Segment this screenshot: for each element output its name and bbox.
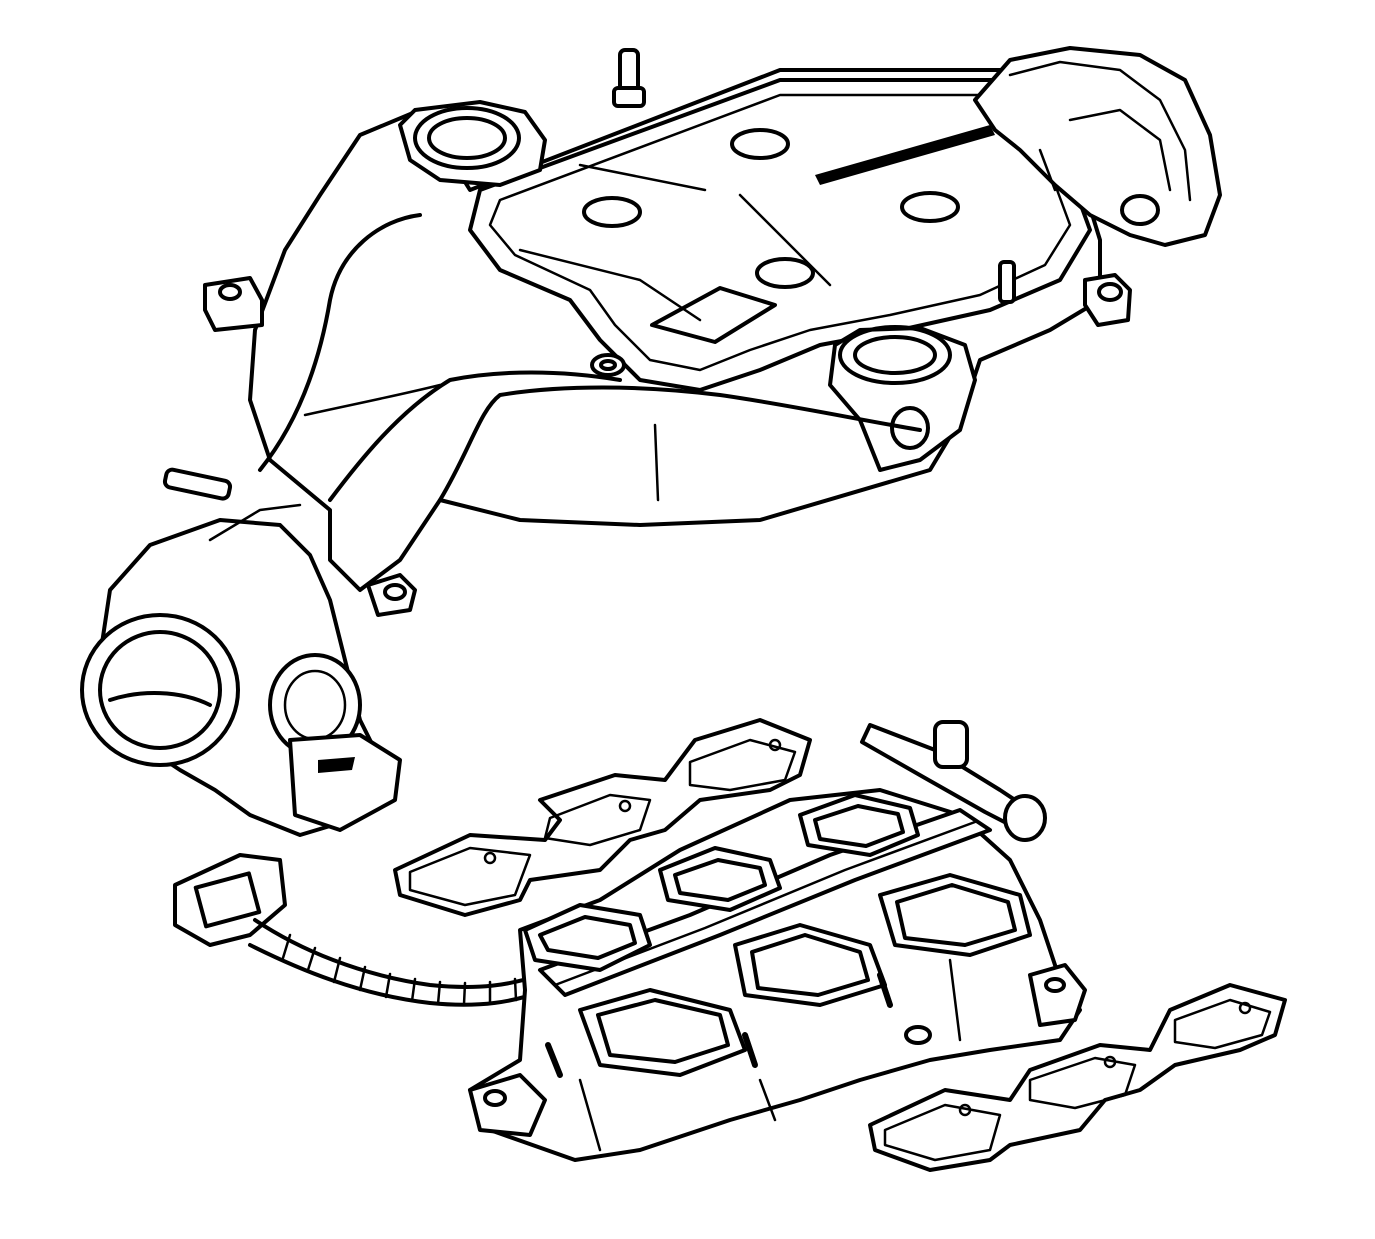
mount-ear-right [1083,273,1132,327]
right-port [828,325,977,472]
mount-ear-center [590,353,626,377]
runner-left-lower [328,370,622,502]
lower-port-4 [523,903,652,972]
mount-ear-bottom [366,573,417,617]
upper-gasket [393,718,812,917]
runner-seam [303,383,442,417]
stud-top [612,48,646,108]
throttle-bore-outer [80,613,240,767]
injectors [545,972,893,1078]
mount-ear-left [203,276,264,332]
throttle-inlet-tube [162,467,233,501]
runner-seam-2 [653,423,660,502]
throttle-plate [108,691,212,707]
cover-bolt-hole-4 [755,257,815,289]
lower-flange-left [468,1073,547,1137]
lower-flange-right [1028,963,1087,1027]
lower-bolt-hole [904,1025,932,1045]
lower-gasket [868,983,1287,1172]
lower-gasket-outline [868,983,1287,1172]
throttle-connector [288,733,402,832]
cover-line-3 [518,248,702,322]
stud-right [998,260,1016,304]
harness-cable-a [253,918,542,989]
lower-port-1 [578,988,747,1077]
lower-intake-manifold [468,720,1087,1162]
harness-cable-b [248,943,547,1007]
upper-intake-manifold [203,46,1222,617]
fuel-inlet [860,720,1047,842]
throttle-body [80,467,402,837]
left-port [398,100,547,187]
lower-port-3 [878,873,1032,957]
runner-mid [438,385,922,502]
throttle-bore-inner [98,630,222,750]
lower-port-6 [798,793,920,857]
right-actuator [973,46,1222,247]
upper-gasket-outline [393,718,812,917]
cover-bolt-hole-1 [730,128,790,160]
cover-bolt-hole-2 [582,196,642,228]
harness-ribs [281,933,518,1006]
cover-line-2 [738,193,832,287]
throttle-connector-label [318,757,355,773]
cover-line-1 [578,163,707,192]
cover-label-plate [650,286,777,344]
cover-bolt-hole-3 [900,191,960,223]
lower-port-5 [658,846,782,912]
runner-left-upper [258,213,422,472]
wiring-harness [173,853,547,1007]
harness-connector [173,853,287,947]
cover-slot [815,125,995,185]
